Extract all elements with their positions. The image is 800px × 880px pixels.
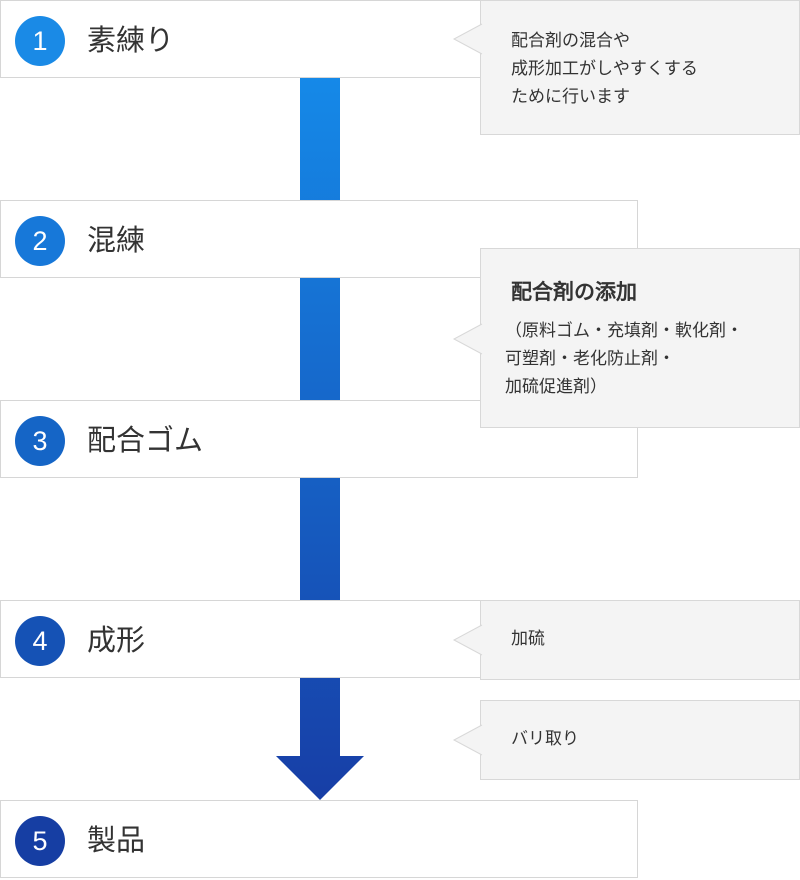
note-additives: 配合剤の添加 （原料ゴム・充填剤・軟化剤・ 可塑剤・老化防止剤・ 加硫促進剤） [452,248,800,428]
note-text: 加硫 [511,629,545,649]
callout-pointer-icon [452,23,483,55]
step-number-badge: 1 [15,16,65,66]
note-deburring: バリ取り [452,700,800,780]
note-text: 配合剤の混合や 成形加工がしやすくする ために行います [511,31,698,107]
step-label: 成形 [87,623,146,657]
step-2-box: 2 混練 [0,200,638,278]
note-vulcanization: 加硫 [452,600,800,680]
step-number-badge: 3 [15,416,65,466]
callout-pointer-icon [452,624,483,656]
step-number-badge: 2 [15,216,65,266]
step-label: 素練り [87,23,175,57]
note-title: 配合剤の添加 [511,280,637,304]
step-number-badge: 5 [15,816,65,866]
step-number-badge: 4 [15,616,65,666]
callout-pointer-icon [452,323,483,355]
note-text: バリ取り [511,729,579,749]
step-label: 配合ゴム [87,423,204,457]
step-5-box: 5 製品 [0,800,638,878]
step-label: 製品 [87,823,146,857]
step-label: 混練 [87,223,146,257]
callout-pointer-icon [452,724,483,756]
note-text: （原料ゴム・充填剤・軟化剤・ 可塑剤・老化防止剤・ 加硫促進剤） [505,321,743,397]
note-mastication: 配合剤の混合や 成形加工がしやすくする ために行います [452,0,800,135]
